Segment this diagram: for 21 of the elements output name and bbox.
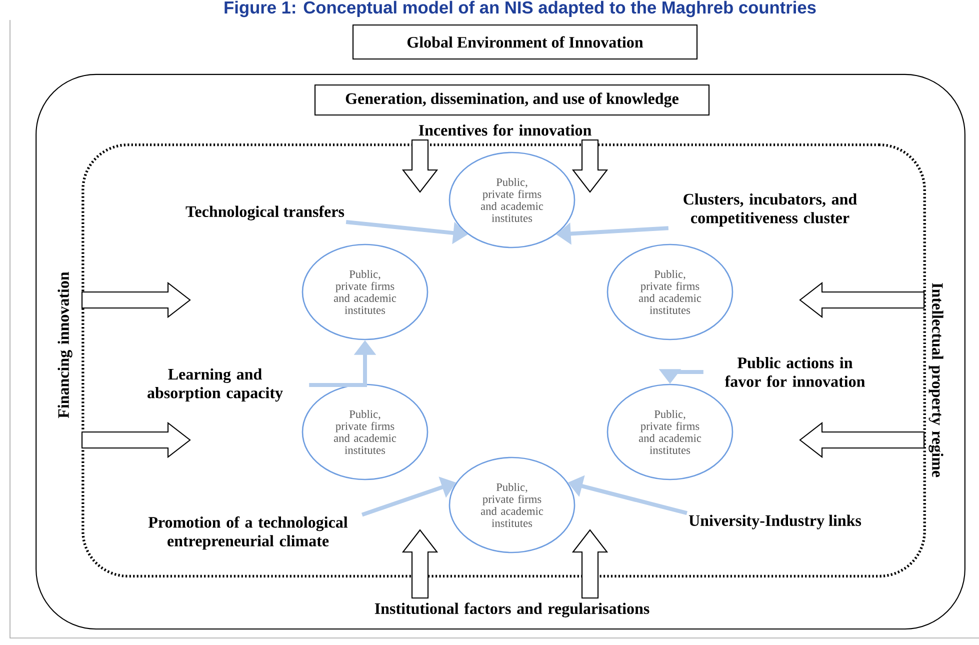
label-text: Incentives for innovation: [418, 124, 592, 136]
block-arrow: [572, 529, 608, 599]
label-text: Financing innovation: [58, 272, 72, 418]
label-text: Learning and absorption capacity: [148, 368, 283, 402]
block-arrow: [81, 282, 191, 318]
block-arrow: [402, 529, 438, 599]
label-text: University-Industry links: [688, 514, 862, 530]
block-arrow: [572, 139, 608, 193]
label-box: Global Environment of Innovation: [352, 24, 698, 60]
region-frame: [82, 144, 926, 578]
block-arrow: [402, 139, 438, 193]
block-arrow: [81, 422, 191, 458]
block-arrow: [799, 422, 925, 458]
figure-title: Figure 1: Conceptual model of an NIS adapted to the Maghreb countries: [224, 0, 816, 18]
block-arrow: [799, 282, 925, 318]
label-box: Generation, dissemination, and use of knowledge: [314, 84, 710, 116]
label-text: Technological transfers: [186, 206, 344, 220]
label-text: Clusters, incubators, and competitiveness cluster: [684, 193, 857, 227]
label-text: Institutional factors and regularisations: [374, 602, 650, 618]
label-text: Promotion of a technological entrepreneurial climate: [148, 516, 348, 550]
label-text: Intellectual property regime: [928, 283, 944, 478]
